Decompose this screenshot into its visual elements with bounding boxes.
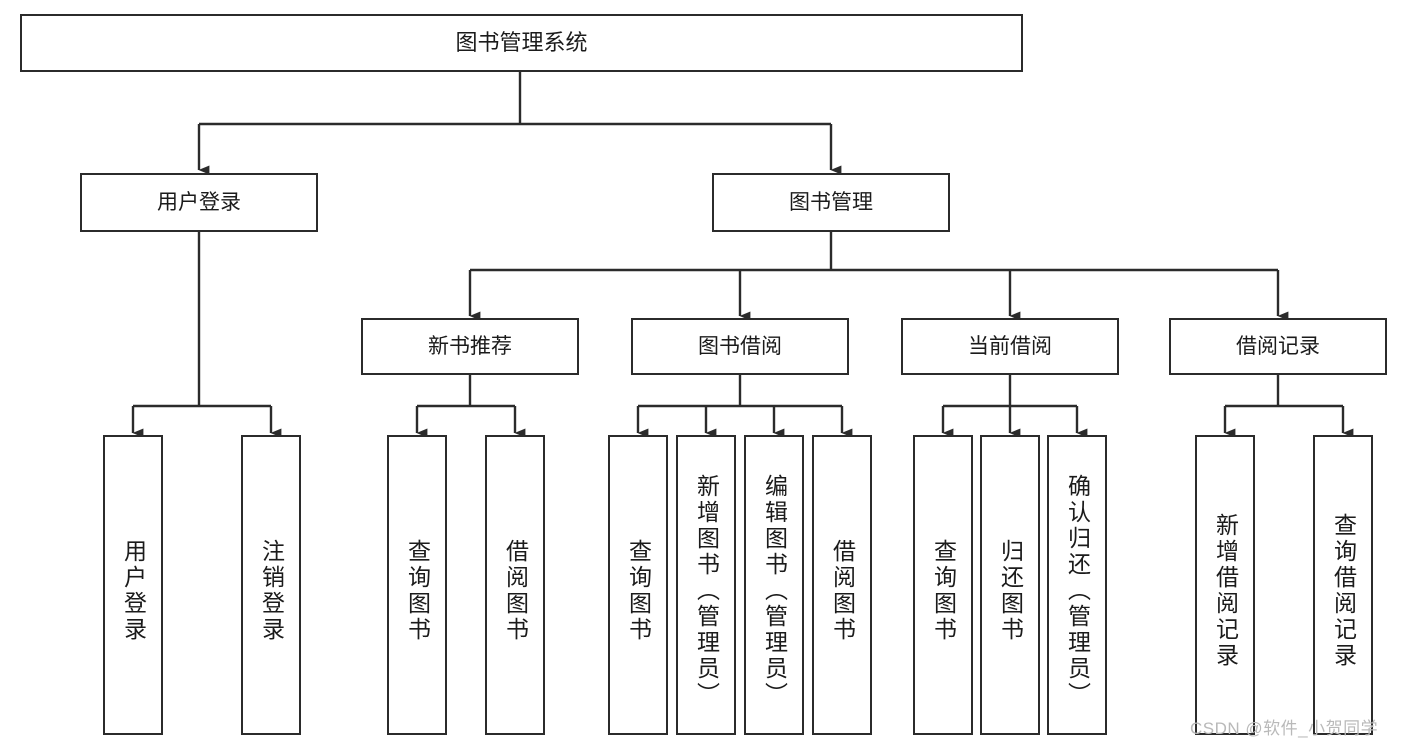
node-root-book-management-system[interactable]: 图书管理系统 [20, 14, 1023, 72]
leaf-borrow-query-book[interactable]: 查询图书 [608, 435, 668, 735]
node-label: 当前借阅 [968, 334, 1052, 358]
node-label: 查询图书 [625, 539, 652, 643]
node-label: 确认归还（管理员） [1064, 474, 1091, 708]
node-label: 新增借阅记录 [1212, 513, 1239, 669]
leaf-current-confirm-return-admin[interactable]: 确认归还（管理员） [1047, 435, 1107, 735]
node-label: 归还图书 [997, 539, 1024, 643]
leaf-borrow-edit-book-admin[interactable]: 编辑图书（管理员） [744, 435, 804, 735]
leaf-recommend-borrow-book[interactable]: 借阅图书 [485, 435, 545, 735]
leaf-current-return-book[interactable]: 归还图书 [980, 435, 1040, 735]
csdn-watermark: CSDN @软件_小贺同学 [1190, 719, 1379, 738]
node-label: 用户登录 [120, 539, 147, 643]
leaf-recommend-query-book[interactable]: 查询图书 [387, 435, 447, 735]
node-label: 图书管理 [789, 190, 873, 214]
node-label: 图书管理系统 [455, 29, 588, 55]
node-book-management[interactable]: 图书管理 [712, 173, 950, 232]
leaf-user-logout[interactable]: 注销登录 [241, 435, 301, 735]
node-label: 注销登录 [258, 539, 285, 643]
node-label: 借阅图书 [829, 539, 856, 643]
leaf-borrow-add-book-admin[interactable]: 新增图书（管理员） [676, 435, 736, 735]
node-borrowing-records[interactable]: 借阅记录 [1169, 318, 1387, 375]
node-label: 查询借阅记录 [1330, 513, 1357, 669]
node-label: 编辑图书（管理员） [761, 474, 788, 708]
leaf-current-query-book[interactable]: 查询图书 [913, 435, 973, 735]
node-label: 新增图书（管理员） [693, 474, 720, 708]
node-current-borrowing[interactable]: 当前借阅 [901, 318, 1119, 375]
node-label: 借阅记录 [1236, 334, 1320, 358]
node-label: 借阅图书 [502, 539, 529, 643]
node-label: 查询图书 [404, 539, 431, 643]
node-label: 新书推荐 [428, 334, 512, 358]
node-user-login[interactable]: 用户登录 [80, 173, 318, 232]
node-label: 用户登录 [157, 190, 241, 214]
leaf-record-add-borrow-record[interactable]: 新增借阅记录 [1195, 435, 1255, 735]
leaf-record-query-borrow-record[interactable]: 查询借阅记录 [1313, 435, 1373, 735]
leaf-user-login[interactable]: 用户登录 [103, 435, 163, 735]
node-book-borrowing[interactable]: 图书借阅 [631, 318, 849, 375]
leaf-borrow-borrow-book[interactable]: 借阅图书 [812, 435, 872, 735]
node-label: 查询图书 [930, 539, 957, 643]
node-label: 图书借阅 [698, 334, 782, 358]
node-new-book-recommendation[interactable]: 新书推荐 [361, 318, 579, 375]
